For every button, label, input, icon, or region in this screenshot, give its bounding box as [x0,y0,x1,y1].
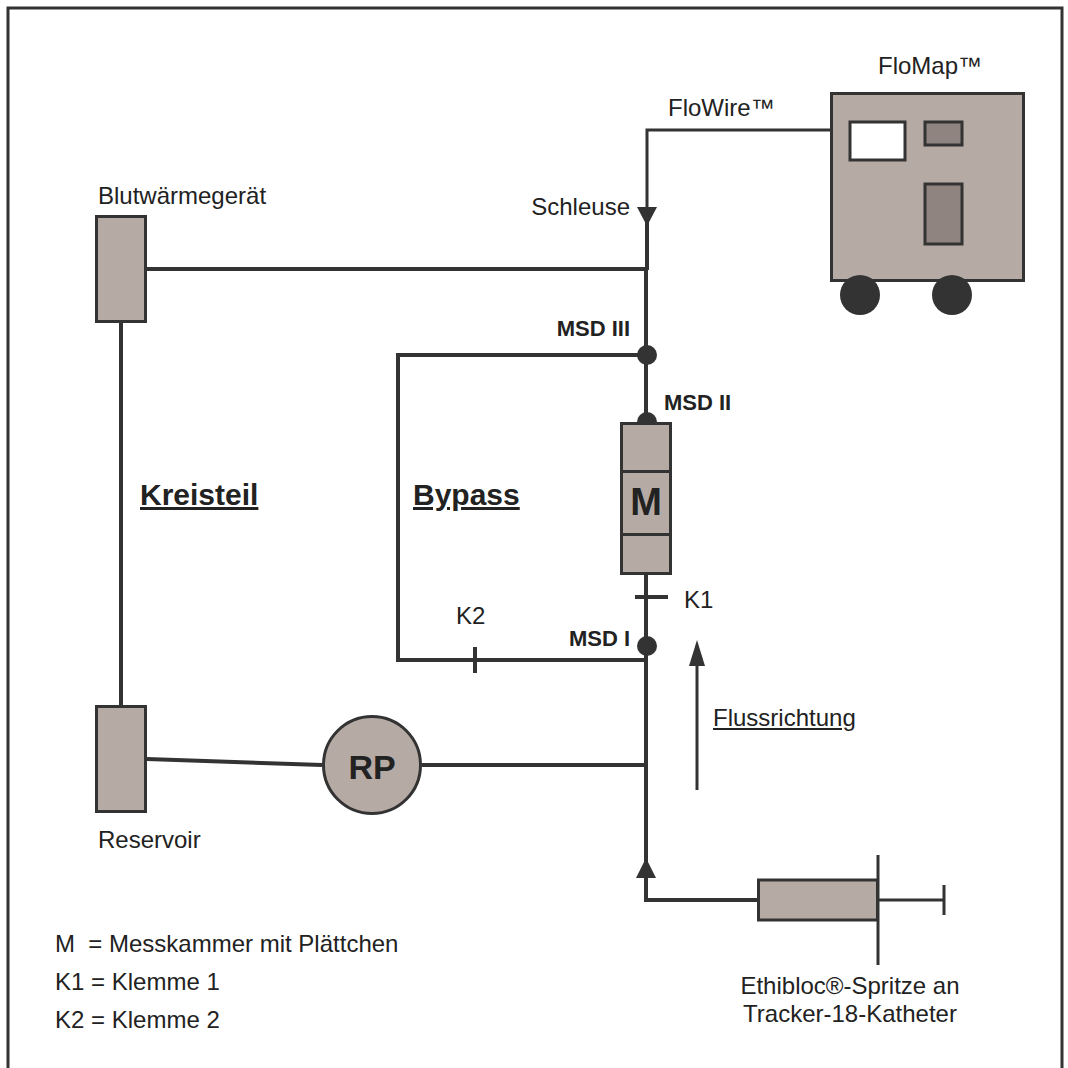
tube-connector [147,759,322,765]
tube-connector [636,575,757,900]
syringe-plunger [878,899,944,902]
flowire-line [647,130,830,210]
tube-line [147,759,322,765]
msd-dot [637,345,657,365]
tube-connector [121,323,122,705]
device-wheel [840,275,880,315]
sheath-label: Schleuse [531,193,630,221]
tube-line [646,575,757,900]
node-label: Reservoir [98,826,201,854]
clamp-k2 [473,647,477,673]
chamber-divider [623,470,669,473]
syringe-barrel [759,880,878,920]
blood-warmer-box: Blutwärmegerät [95,215,147,323]
flow-label: Flussrichtung [713,704,856,732]
wire-label: FloWire™ [668,94,775,122]
bypass-line [398,355,647,660]
node-label: Ethibloc®-Spritze an Tracker-18-Katheter [700,972,1000,1027]
device-wheel [932,275,972,315]
key-entry: K2 = Klemme 2 [55,1006,220,1034]
clamp-k1 [635,595,668,599]
device-panel [925,122,962,145]
reservoir-box: Reservoir [95,705,147,813]
syringe-flange [877,855,880,965]
node-label: FloMap™ [878,52,982,80]
tube-line [422,575,646,765]
measuring-chamber: M [620,422,672,575]
measuring-point: MSD II [664,390,731,415]
frame [8,8,1062,1068]
arrowhead [636,858,656,878]
clamp-label: K2 [456,602,485,630]
measuring-point: MSD I [569,626,630,651]
device-body [832,94,1024,281]
syringe: Ethibloc®-Spritze an Tracker-18-Katheter [757,850,945,950]
node-label: M [623,473,669,533]
tube-connector [422,575,646,765]
section-title: Kreisteil [140,478,258,513]
msd-dot [637,636,657,656]
device-screen [850,122,905,160]
roller-pump: RP [322,715,422,815]
device-panel [925,184,962,244]
key-entry: K1 = Klemme 1 [55,968,220,996]
device-outline [830,92,1025,282]
section-title: Bypass [413,478,520,513]
msd-dot [637,412,657,432]
chamber-divider [623,533,669,536]
node-label: RP [325,718,419,818]
syringe-thumb [943,885,946,915]
tube-line [645,222,649,270]
clamp-label: K1 [684,586,713,614]
key-entry: M = Messkammer mit Plättchen [55,930,398,958]
tube-line [119,323,123,705]
flow-arrowhead [689,640,705,666]
flow-arrow [696,665,699,790]
flomap-device: FloMap™ [830,92,1025,282]
syringe-outline [757,850,945,950]
node-label: Blutwärmegerät [98,182,266,210]
measuring-point: MSD III [557,316,630,341]
